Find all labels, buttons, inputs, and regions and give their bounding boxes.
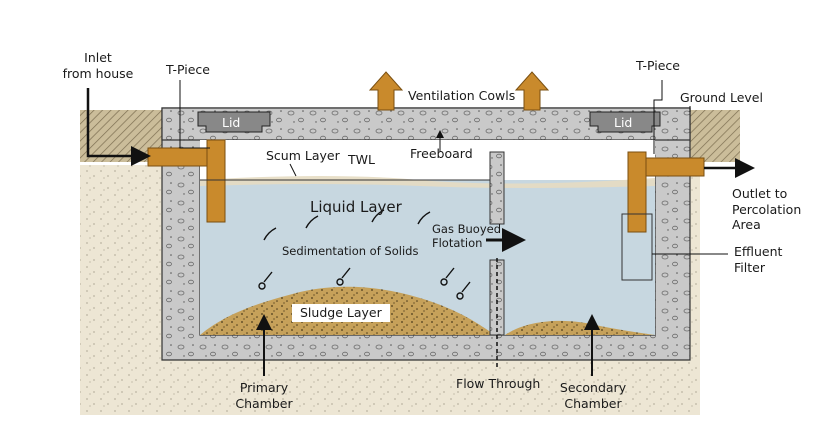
- scum-label: Scum Layer: [266, 148, 340, 163]
- tpiece-left-label: T-Piece: [166, 62, 210, 77]
- freeboard-space: [200, 140, 655, 180]
- freeboard-label: Freeboard: [410, 146, 473, 161]
- outlet-tpiece: [627, 151, 647, 233]
- ventilation-label: Ventilation Cowls: [408, 88, 516, 103]
- ground-label: Ground Level: [680, 90, 763, 105]
- lid-left-shape: [197, 111, 271, 133]
- ground-hatch-right: [690, 110, 740, 162]
- liquid-label: Liquid Layer: [310, 198, 402, 216]
- inlet-tpiece: [206, 139, 226, 223]
- lid-right-label: Lid: [614, 115, 633, 130]
- sludge-label: Sludge Layer: [292, 304, 390, 322]
- baffle-upper: [489, 151, 505, 225]
- tpiece-right-label: T-Piece: [636, 58, 680, 73]
- flow-label: Flow Through: [456, 376, 541, 391]
- tpiece-left-leader: [179, 80, 210, 149]
- sedimentation-label: Sedimentation of Solids: [282, 244, 419, 258]
- scum-layer: [200, 176, 655, 188]
- inlet-arrow: [86, 88, 151, 166]
- sediment-arrows: [258, 209, 471, 300]
- ventilation-cowl-right: [514, 71, 550, 111]
- sludge-secondary: [505, 320, 655, 335]
- lid-left-label: Lid: [222, 115, 241, 130]
- ventilation-cowl-left: [368, 71, 404, 111]
- scum-pointer: [289, 163, 297, 177]
- lid-right-shape: [589, 111, 661, 133]
- effluent-filter-box: [621, 213, 653, 281]
- twl-label: TWL: [348, 152, 375, 167]
- tpiece-right-leader: [653, 80, 663, 154]
